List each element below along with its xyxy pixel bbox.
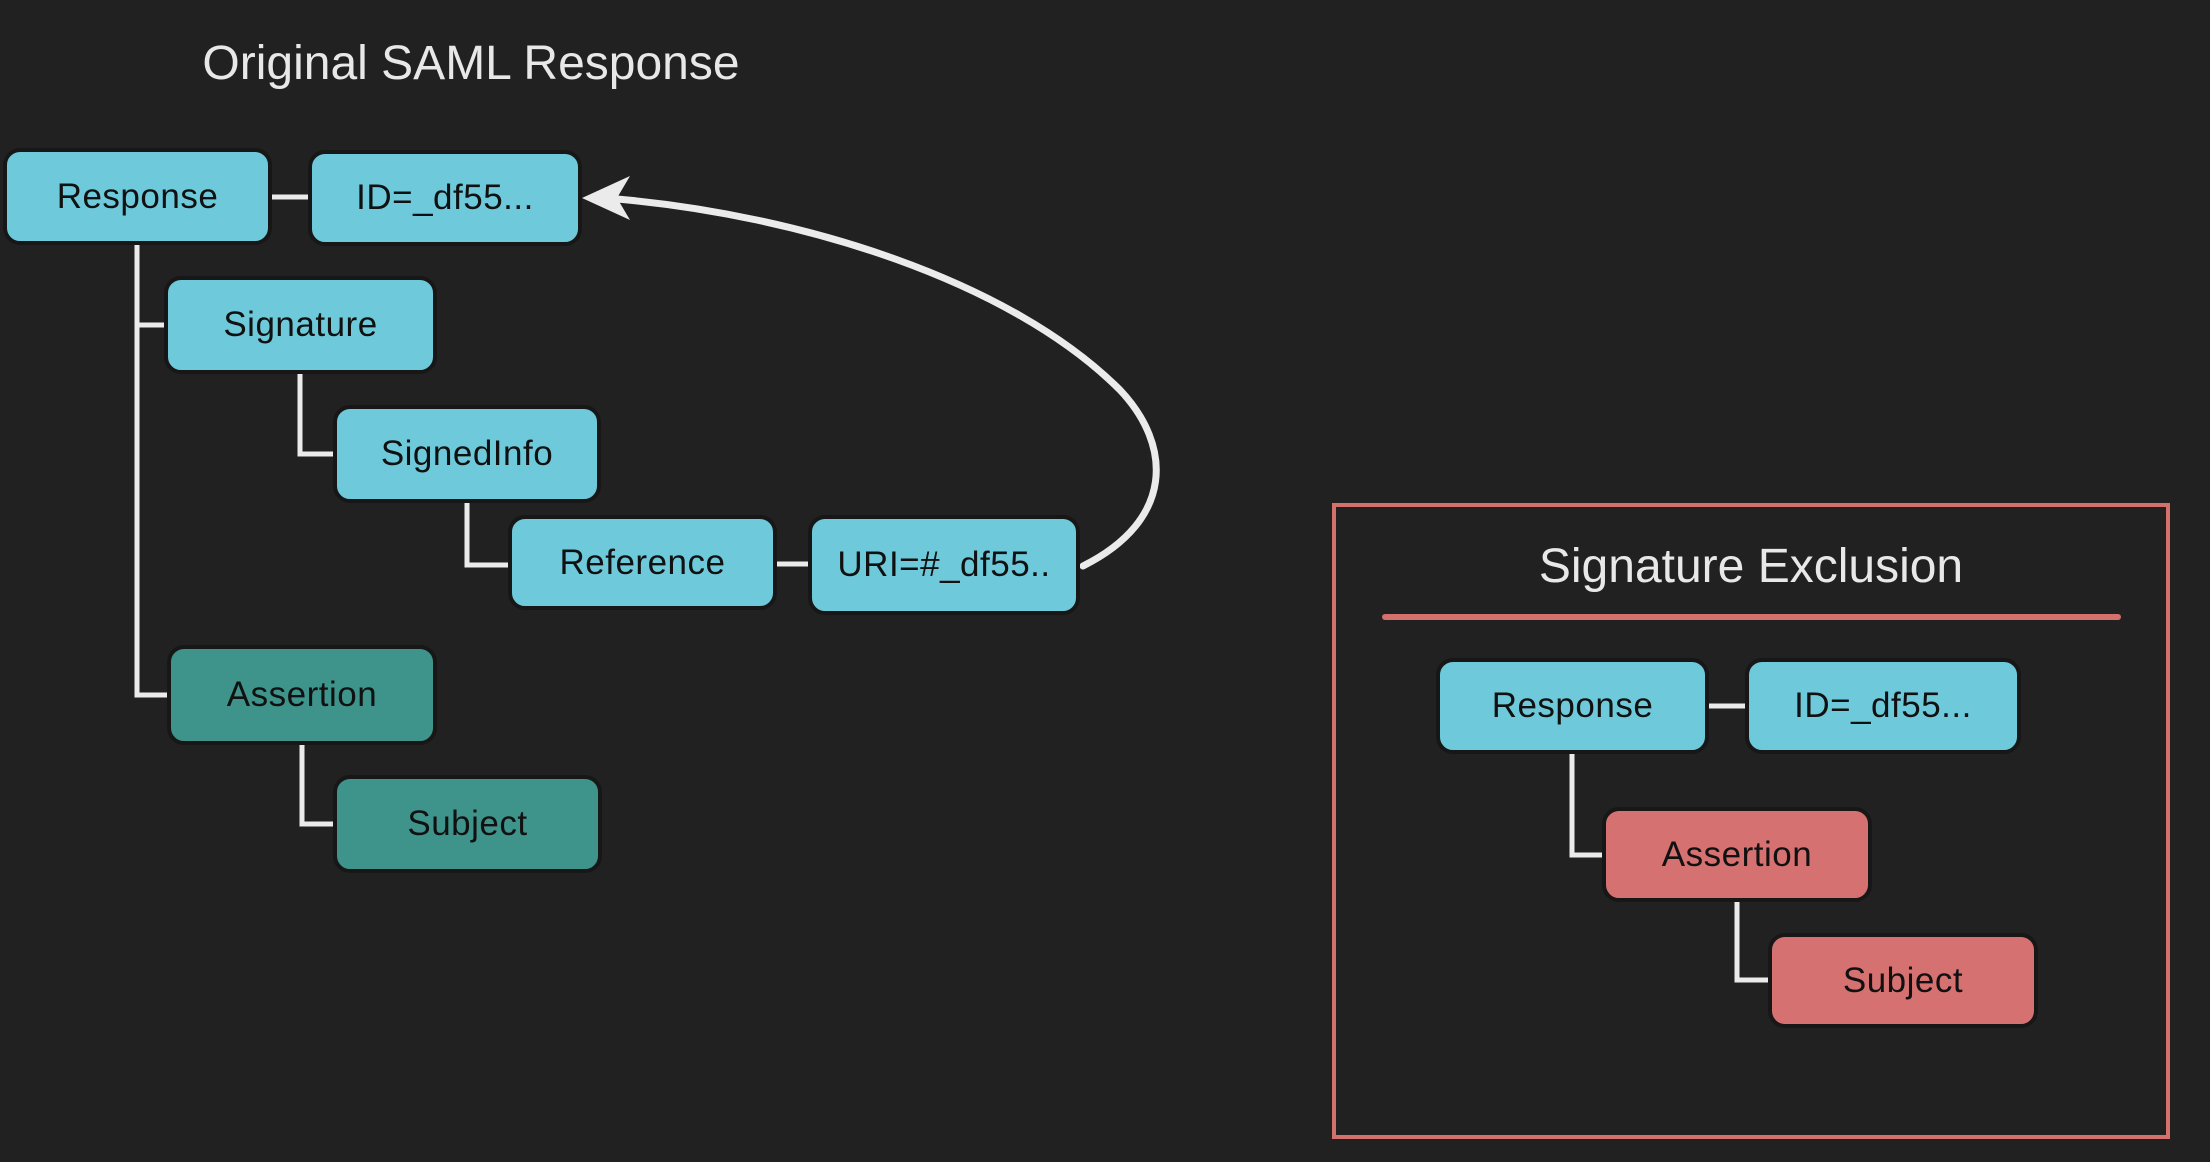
panel-title-underline xyxy=(1382,614,2121,620)
node-response: Response xyxy=(3,148,272,245)
connector-assertion-subject xyxy=(299,745,333,827)
panel-node-id-attribute: ID=_df55... xyxy=(1745,658,2021,754)
node-signature: Signature xyxy=(164,276,437,374)
connector-signedinfo-reference xyxy=(464,503,508,568)
uri-to-id-reference-arrow xyxy=(613,195,1160,570)
panel-node-subject: Subject xyxy=(1768,933,2038,1028)
node-uri-attribute: URI=#_df55.. xyxy=(808,515,1080,615)
arrowhead-icon xyxy=(582,176,630,220)
node-reference: Reference xyxy=(508,515,777,610)
connector-signature-signedinfo xyxy=(297,374,333,457)
node-signedinfo: SignedInfo xyxy=(333,405,601,503)
panel-node-assertion: Assertion xyxy=(1602,807,1872,902)
panel-connector-response-assertion xyxy=(1569,754,1602,858)
signature-exclusion-panel xyxy=(1332,503,2170,1139)
connector-response-assertion xyxy=(134,245,167,698)
left-diagram-title: Original SAML Response xyxy=(202,37,740,90)
node-assertion: Assertion xyxy=(167,645,437,745)
node-id-attribute: ID=_df55... xyxy=(308,150,582,246)
panel-connector-assertion-subject xyxy=(1734,902,1768,983)
panel-node-response: Response xyxy=(1436,658,1709,754)
panel-title: Signature Exclusion xyxy=(1538,540,1964,593)
node-subject: Subject xyxy=(333,775,602,873)
